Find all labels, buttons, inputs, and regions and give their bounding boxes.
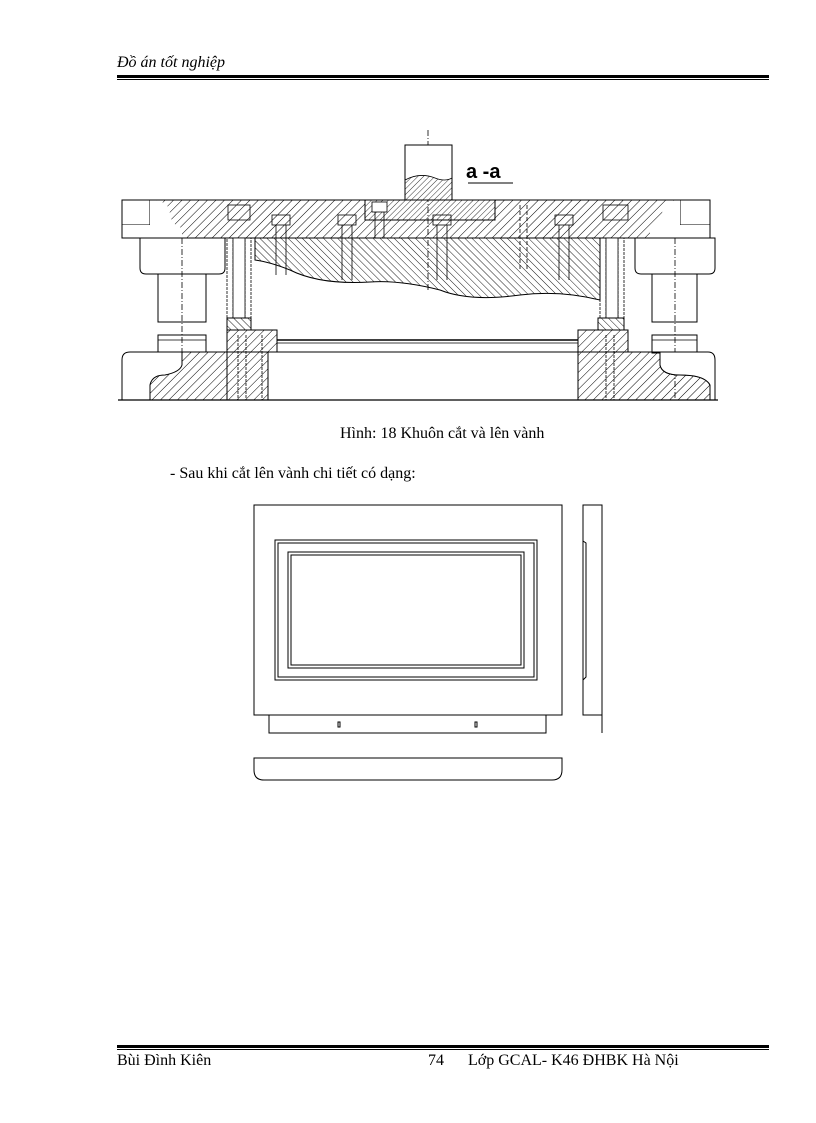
footer-rule-thick bbox=[117, 1045, 769, 1048]
section-label: a -a bbox=[466, 161, 501, 183]
running-header-title: Đồ án tốt nghiệp bbox=[117, 54, 225, 71]
header-rule-thick bbox=[117, 75, 769, 78]
footer-rule-thin bbox=[117, 1049, 769, 1050]
die-cross-section-drawing: a -a bbox=[118, 130, 718, 401]
header-rule-thin bbox=[117, 79, 769, 80]
body-paragraph: - Sau khi cắt lên vành chi tiết có dạng: bbox=[170, 465, 416, 482]
footer-author: Bùi Đình Kiên bbox=[117, 1052, 212, 1069]
footer-page-number: 74 bbox=[428, 1052, 444, 1069]
part-views-drawing bbox=[253, 504, 603, 781]
figure-caption: Hình: 18 Khuôn cắt và lên vành bbox=[340, 425, 545, 442]
footer-class-info: Lớp GCAL- K46 ĐHBK Hà Nội bbox=[468, 1052, 679, 1069]
